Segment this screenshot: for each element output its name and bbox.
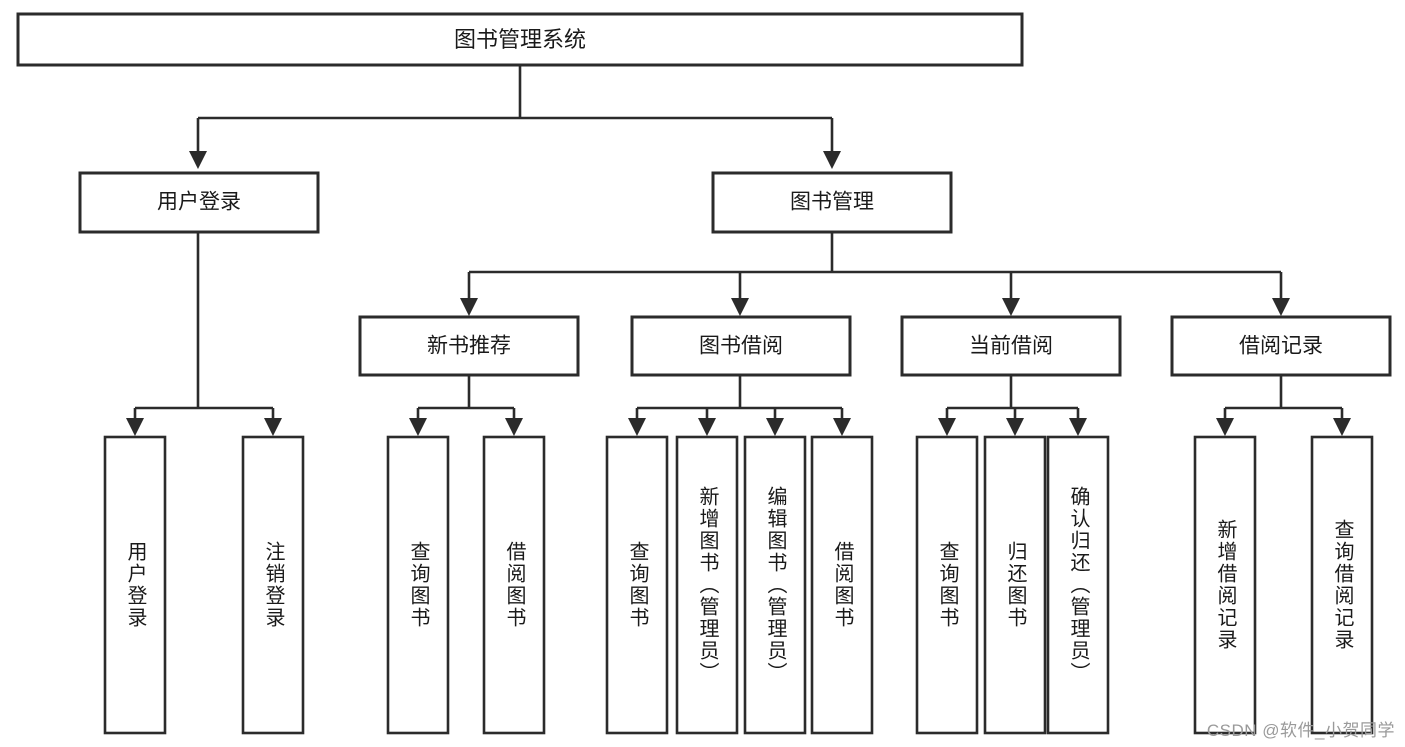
node-box-leaf-query-book-1[interactable] (386, 435, 450, 735)
node-box-leaf-edit-book-admin[interactable] (743, 435, 807, 735)
node-label-system-title: 图书管理系统 (454, 27, 586, 52)
node-label-borrow-record: 借阅记录 (1239, 335, 1323, 358)
connector-group-new-book-recommend (408, 375, 524, 437)
node-label-new-book-recommend: 新书推荐 (427, 335, 511, 358)
node-box-leaf-query-book-2[interactable] (605, 435, 669, 735)
connector-group-current-borrow (937, 375, 1088, 437)
node-box-leaf-add-book-admin[interactable] (675, 435, 739, 735)
connector-group-borrow-record (1215, 375, 1352, 437)
node-label-current-borrow: 当前借阅 (969, 335, 1053, 358)
node-box-leaf-confirm-return-admin[interactable] (1046, 435, 1110, 735)
node-label-user-login: 用户登录 (157, 191, 241, 214)
node-box-new-book-recommend[interactable] (358, 315, 580, 377)
csdn-watermark: CSDN @软件_小贺同学 (1206, 721, 1395, 740)
connector-group-book-borrow (627, 375, 852, 437)
node-box-user-login[interactable] (78, 171, 320, 234)
node-box-system-title[interactable] (16, 12, 1024, 67)
node-box-borrow-record[interactable] (1170, 315, 1392, 377)
node-box-leaf-query-borrow-record[interactable] (1310, 435, 1374, 735)
connector-group-user-login (125, 232, 283, 437)
node-box-leaf-logout-login[interactable] (241, 435, 305, 735)
node-box-current-borrow[interactable] (900, 315, 1122, 377)
node-label-book-management: 图书管理 (790, 191, 874, 214)
node-box-book-management[interactable] (711, 171, 953, 234)
node-box-leaf-user-login[interactable] (103, 435, 167, 735)
node-box-leaf-add-borrow-record[interactable] (1193, 435, 1257, 735)
node-box-leaf-return-book[interactable] (983, 435, 1047, 735)
connector-group-root (188, 65, 842, 170)
node-box-leaf-query-book-3[interactable] (915, 435, 979, 735)
connector-group-book-management (459, 232, 1291, 317)
node-box-leaf-borrow-book-2[interactable] (810, 435, 874, 735)
node-box-leaf-borrow-book-1[interactable] (482, 435, 546, 735)
node-label-book-borrow: 图书借阅 (699, 335, 783, 358)
node-box-book-borrow[interactable] (630, 315, 852, 377)
